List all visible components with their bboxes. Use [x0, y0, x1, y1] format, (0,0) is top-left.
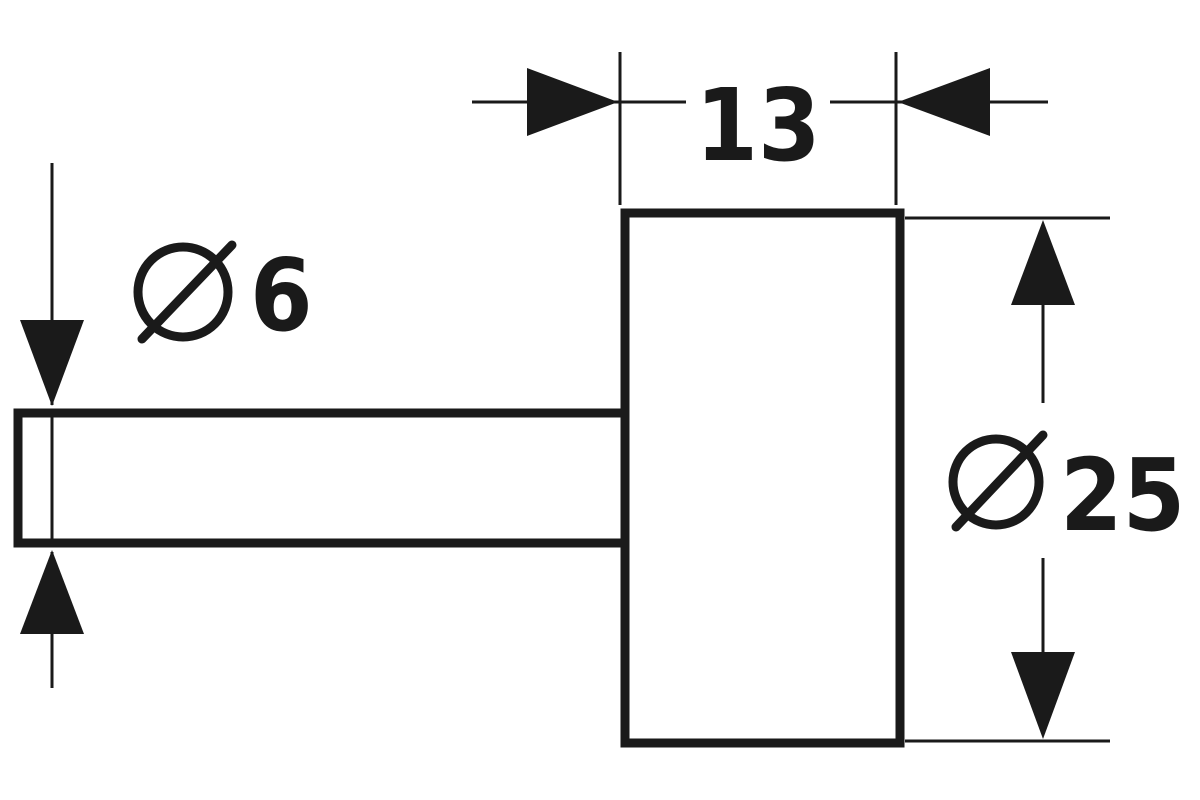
shaft	[13, 408, 630, 548]
arrowhead-down-pointing	[1011, 652, 1075, 739]
dimension-shaft-diameter: 6	[20, 163, 313, 688]
head-body	[620, 208, 905, 748]
arrowhead-left-pointing	[898, 68, 990, 136]
dimension-value-head-diameter: 25	[1060, 437, 1185, 554]
dimension-value-shaft-diameter: 6	[250, 237, 313, 354]
arrowhead-up-pointing	[1011, 220, 1075, 305]
diameter-symbol-icon	[948, 430, 1048, 532]
diameter-symbol-icon	[133, 240, 237, 344]
dimension-head-width: 13	[472, 52, 1048, 205]
arrowhead-down-pointing	[20, 320, 84, 406]
dimension-value-head-width: 13	[695, 67, 820, 184]
dimension-head-diameter: 25	[905, 216, 1185, 743]
shaft-body	[13, 408, 630, 548]
arrowhead-right-pointing	[527, 68, 618, 136]
arrowhead-up-pointing	[20, 550, 84, 634]
